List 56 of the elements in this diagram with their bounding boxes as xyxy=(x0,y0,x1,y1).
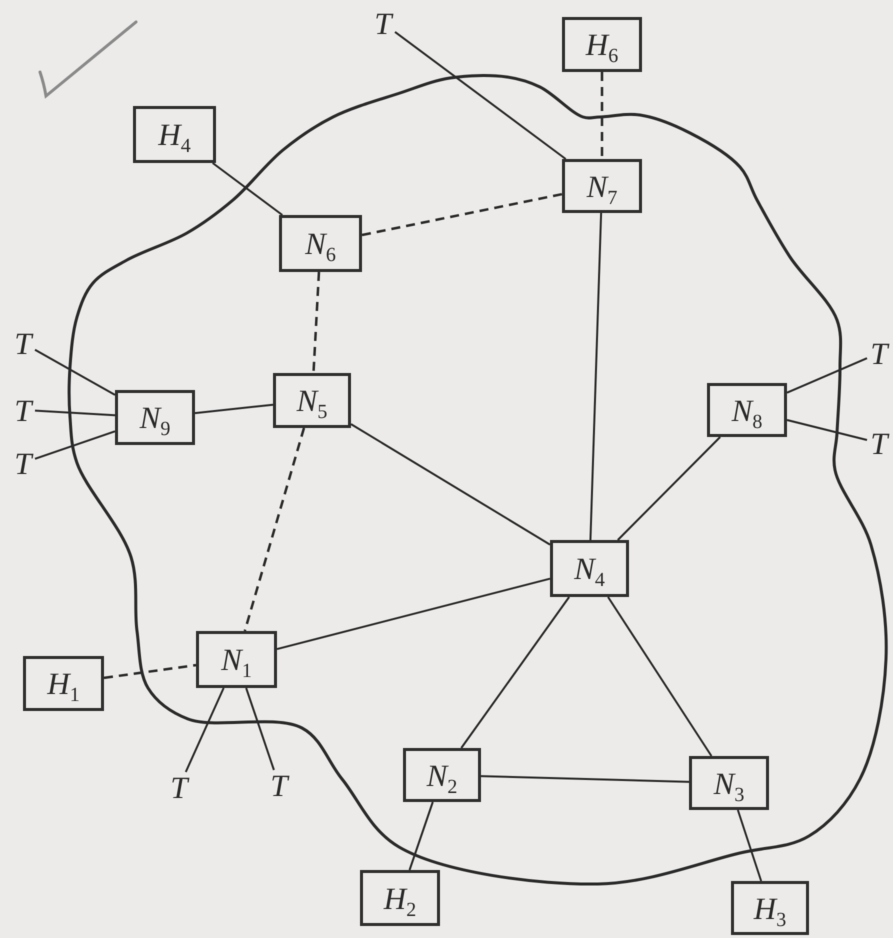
node-box xyxy=(562,159,642,213)
node-label: H$_{2}$ xyxy=(384,882,416,914)
link-line xyxy=(480,775,690,783)
link-line xyxy=(350,423,551,546)
link-line xyxy=(589,212,602,540)
node-label: H$_{6}$ xyxy=(586,29,618,60)
link-line xyxy=(34,430,116,460)
node-box xyxy=(731,881,809,935)
node-box xyxy=(562,17,642,72)
node-box xyxy=(689,756,769,810)
terminal-label: T xyxy=(14,394,32,426)
link-line xyxy=(617,436,721,541)
dashed-link xyxy=(312,272,320,374)
node-box xyxy=(273,373,351,428)
terminal-label: T xyxy=(374,8,392,38)
link-line xyxy=(607,596,712,757)
link-line xyxy=(394,31,566,160)
link-line xyxy=(460,596,570,749)
node-box xyxy=(133,106,216,163)
node-label: N$_{9}$ xyxy=(140,402,170,433)
link-line xyxy=(212,162,283,216)
node-label: N$_{2}$ xyxy=(426,760,458,790)
node-label: N$_{4}$ xyxy=(574,553,605,584)
node-box xyxy=(550,540,629,597)
node-box xyxy=(360,870,440,926)
node-box xyxy=(115,390,195,445)
node-label: N$_{5}$ xyxy=(296,385,328,416)
terminal-label: T xyxy=(170,772,188,802)
terminal-label: T xyxy=(870,428,888,458)
terminal-label: T xyxy=(270,770,288,800)
terminal-label: T xyxy=(14,328,32,358)
link-line xyxy=(34,348,116,396)
node-box xyxy=(196,631,277,688)
dashed-link xyxy=(362,192,562,236)
link-line xyxy=(786,357,868,394)
terminal-label: T xyxy=(870,338,888,368)
link-line xyxy=(245,688,275,770)
link-line xyxy=(276,578,550,650)
link-line xyxy=(184,688,225,772)
link-line xyxy=(34,410,116,416)
link-line xyxy=(736,810,762,882)
dashed-link xyxy=(244,428,306,632)
dashed-link xyxy=(104,664,196,680)
node-label: H$_{4}$ xyxy=(158,119,191,150)
node-box xyxy=(707,383,787,437)
link-line xyxy=(786,419,868,441)
node-label: H$_{1}$ xyxy=(47,668,80,699)
node-label: N$_{1}$ xyxy=(221,644,252,675)
link-line xyxy=(194,404,274,414)
node-label: N$_{7}$ xyxy=(586,170,618,202)
node-box xyxy=(23,656,104,711)
node-box xyxy=(279,215,362,272)
terminal-label: T xyxy=(14,448,32,478)
dashed-link xyxy=(600,72,604,159)
node-box xyxy=(403,748,481,802)
node-label: N$_{6}$ xyxy=(305,228,336,259)
